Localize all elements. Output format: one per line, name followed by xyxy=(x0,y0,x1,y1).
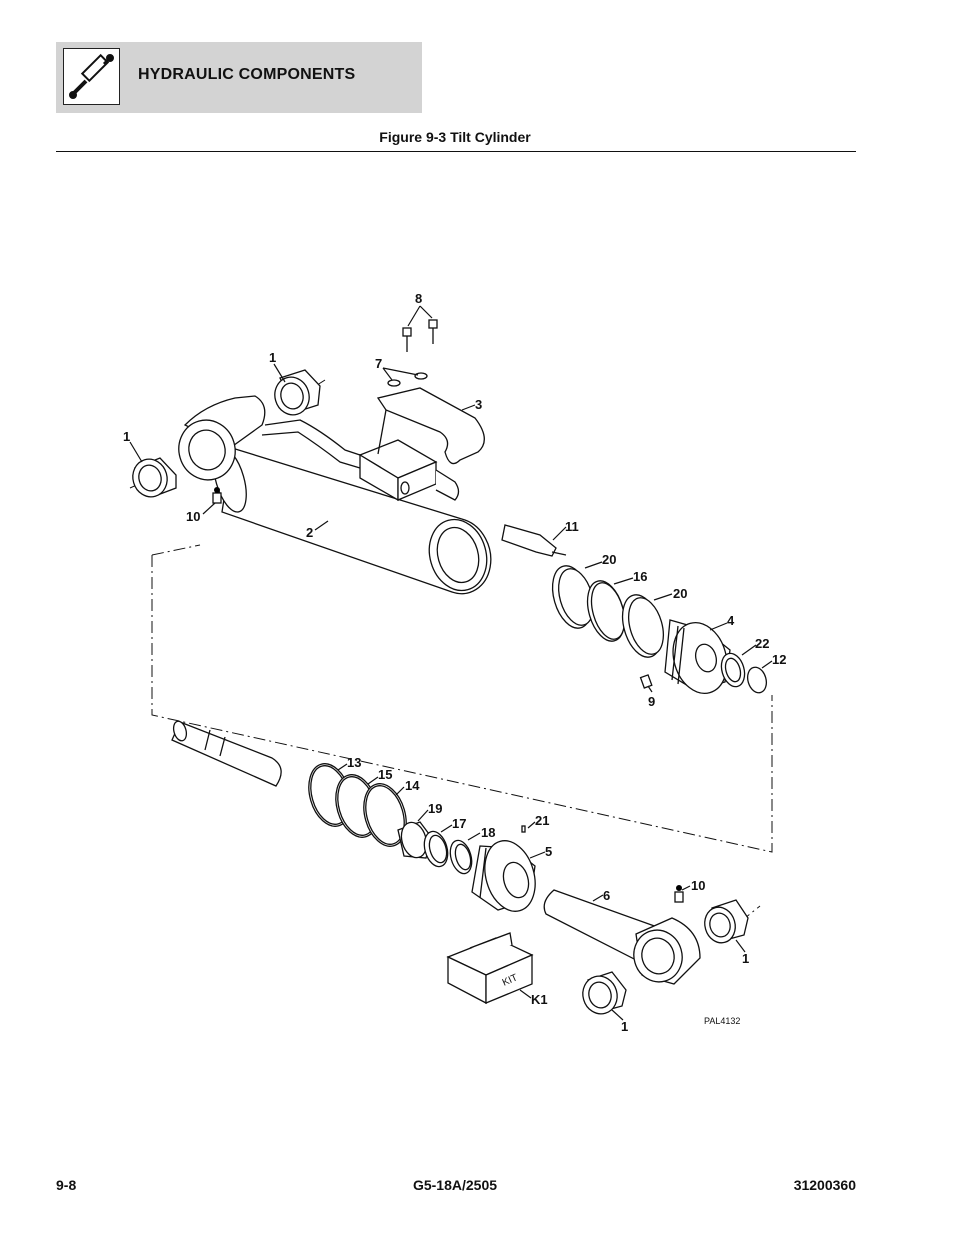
barrel xyxy=(178,395,492,595)
bushing-bottom-left xyxy=(582,971,627,1015)
rod xyxy=(171,720,282,787)
spacer-19 xyxy=(397,821,433,859)
screw-21 xyxy=(521,825,526,833)
callout-5: 5 xyxy=(545,844,552,859)
ring-18 xyxy=(449,839,473,875)
callout-10-bottom: 10 xyxy=(691,878,705,893)
footer-page-number: 9-8 xyxy=(56,1177,77,1193)
callout-1-bottom-right: 1 xyxy=(742,951,749,966)
footer-doc-number: 31200360 xyxy=(793,1177,856,1193)
figure-title: Figure 9-3 Tilt Cylinder xyxy=(379,129,531,145)
callout-K1: K1 xyxy=(531,992,548,1007)
bolts xyxy=(402,319,438,352)
callout-4: 4 xyxy=(727,613,735,628)
header-rule xyxy=(56,151,856,152)
callout-8: 8 xyxy=(415,291,422,306)
valve-cartridge xyxy=(501,524,567,557)
callout-1-top-left: 1 xyxy=(123,429,130,444)
footer-model: G5-18A/2505 xyxy=(412,1177,498,1193)
callout-2: 2 xyxy=(306,525,313,540)
callout-22: 22 xyxy=(755,636,769,651)
washers xyxy=(387,372,428,387)
callout-20-b: 20 xyxy=(673,586,687,601)
drawing-code: PAL4132 xyxy=(704,1016,740,1026)
section-header: HYDRAULIC COMPONENTS xyxy=(56,42,422,113)
ring-22 xyxy=(720,652,746,688)
port-block xyxy=(358,439,460,502)
bushing-top-left xyxy=(132,457,177,498)
grease-fitting-bottom xyxy=(674,885,684,903)
rod-eye xyxy=(633,917,701,985)
bushing-top-right xyxy=(274,369,321,416)
callout-13: 13 xyxy=(347,755,361,770)
callout-11: 11 xyxy=(565,519,579,534)
callout-9: 9 xyxy=(648,694,655,709)
callout-1-bottom-left: 1 xyxy=(621,1019,628,1034)
ring-17 xyxy=(423,830,449,868)
ring-16 xyxy=(586,580,626,642)
bracket xyxy=(376,387,485,465)
ring-20b xyxy=(621,594,664,658)
cylinder-head xyxy=(664,619,731,694)
callout-3: 3 xyxy=(475,397,482,412)
tube xyxy=(543,889,661,963)
callout-16: 16 xyxy=(633,569,647,584)
kit-box xyxy=(446,932,534,1005)
hydraulic-cylinder-icon xyxy=(63,48,120,105)
setscrew-9 xyxy=(639,674,653,689)
piston xyxy=(471,840,536,912)
callout-6: 6 xyxy=(603,888,610,903)
callout-7: 7 xyxy=(375,356,382,371)
seal-14 xyxy=(363,783,407,847)
callout-21: 21 xyxy=(535,813,549,828)
callout-12: 12 xyxy=(772,652,786,667)
leader-lines xyxy=(129,305,773,1021)
ring-20a xyxy=(551,565,594,629)
callout-1-top-right: 1 xyxy=(269,350,276,365)
callout-20-a: 20 xyxy=(602,552,616,567)
callout-15: 15 xyxy=(378,767,392,782)
bushing-bottom-right xyxy=(704,899,749,944)
callout-18: 18 xyxy=(481,825,495,840)
callout-17: 17 xyxy=(452,816,466,831)
grease-fitting-top xyxy=(212,487,222,504)
callout-10-top: 10 xyxy=(186,509,200,524)
callout-19: 19 xyxy=(428,801,442,816)
callout-14: 14 xyxy=(405,778,420,793)
plug-12 xyxy=(746,666,768,694)
section-title: HYDRAULIC COMPONENTS xyxy=(138,66,356,83)
